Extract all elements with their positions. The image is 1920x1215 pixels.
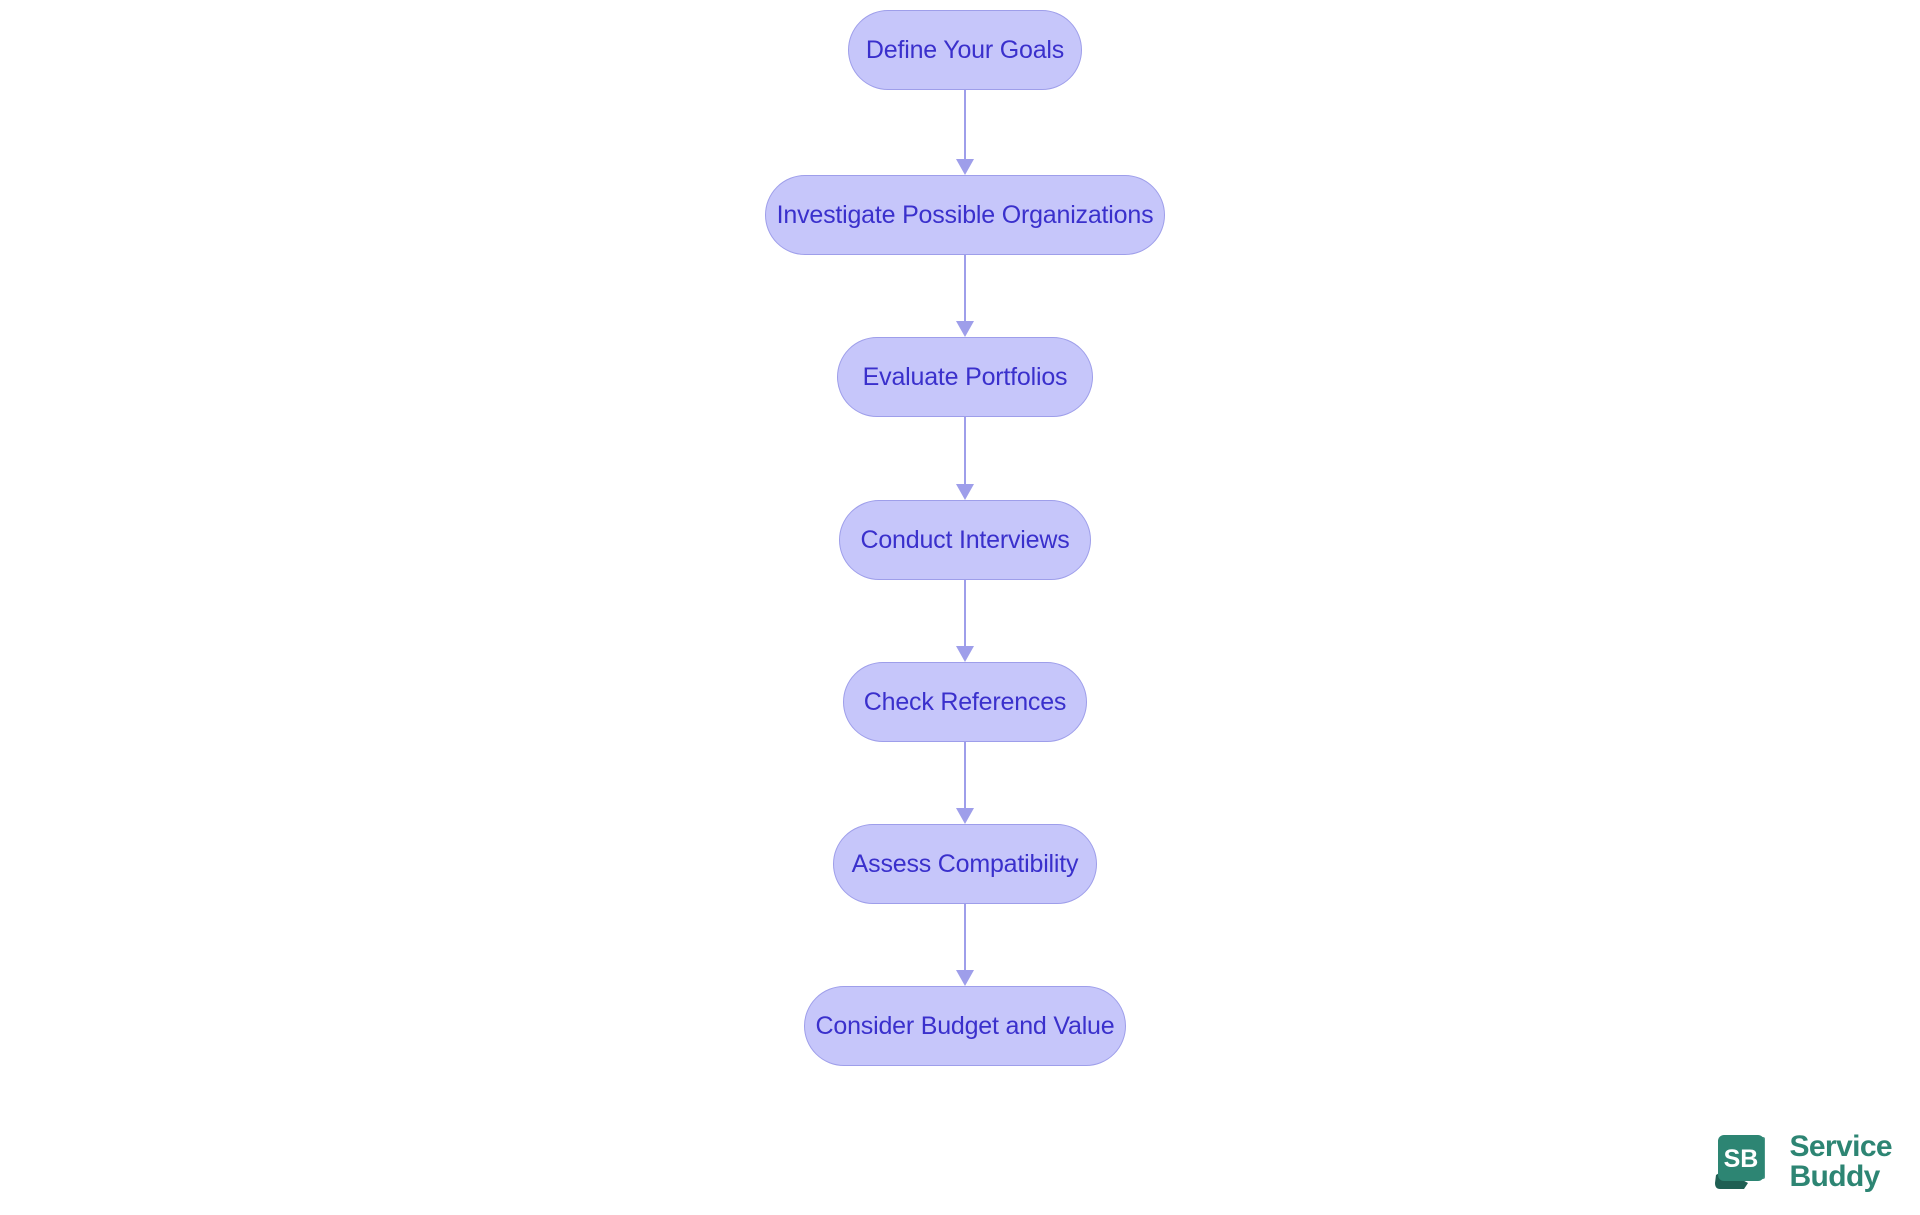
- service-buddy-logo-icon: SB: [1714, 1131, 1776, 1193]
- brand-name-line-1: Service: [1789, 1130, 1892, 1163]
- connector-arrowhead-icon: [956, 484, 974, 500]
- connector-n4-to-n5: [956, 580, 974, 662]
- connector-arrowhead-icon: [956, 970, 974, 986]
- connector-n1-to-n2: [956, 90, 974, 175]
- brand-logo: SB Service Buddy: [1714, 1131, 1893, 1193]
- flow-node-label: Consider Budget and Value: [815, 1011, 1115, 1040]
- flow-node-label: Check References: [863, 687, 1067, 716]
- flow-node-label: Investigate Possible Organizations: [776, 200, 1154, 229]
- flow-node-n4[interactable]: Conduct Interviews: [839, 500, 1091, 580]
- svg-text:SB: SB: [1724, 1145, 1759, 1173]
- connector-n6-to-n7: [956, 904, 974, 986]
- connector-arrowhead-icon: [956, 159, 974, 175]
- flow-node-n7[interactable]: Consider Budget and Value: [804, 986, 1126, 1066]
- connector-n5-to-n6: [956, 742, 974, 824]
- connector-arrowhead-icon: [956, 808, 974, 824]
- flow-node-label: Assess Compatibility: [851, 849, 1079, 878]
- flow-node-label: Conduct Interviews: [860, 525, 1070, 554]
- flow-node-n1[interactable]: Define Your Goals: [848, 10, 1082, 90]
- flow-node-label: Evaluate Portfolios: [862, 362, 1068, 391]
- connector-arrowhead-icon: [956, 646, 974, 662]
- flow-node-n6[interactable]: Assess Compatibility: [833, 824, 1097, 904]
- connector-n2-to-n3: [956, 255, 974, 337]
- brand-name-line-2: Buddy: [1789, 1160, 1880, 1193]
- flow-node-label: Define Your Goals: [865, 35, 1065, 64]
- flow-node-n3[interactable]: Evaluate Portfolios: [837, 337, 1093, 417]
- connector-arrowhead-icon: [956, 321, 974, 337]
- flow-node-n2[interactable]: Investigate Possible Organizations: [765, 175, 1165, 255]
- connector-n3-to-n4: [956, 417, 974, 500]
- service-buddy-wordmark: Service Buddy: [1789, 1132, 1892, 1192]
- flow-node-n5[interactable]: Check References: [843, 662, 1087, 742]
